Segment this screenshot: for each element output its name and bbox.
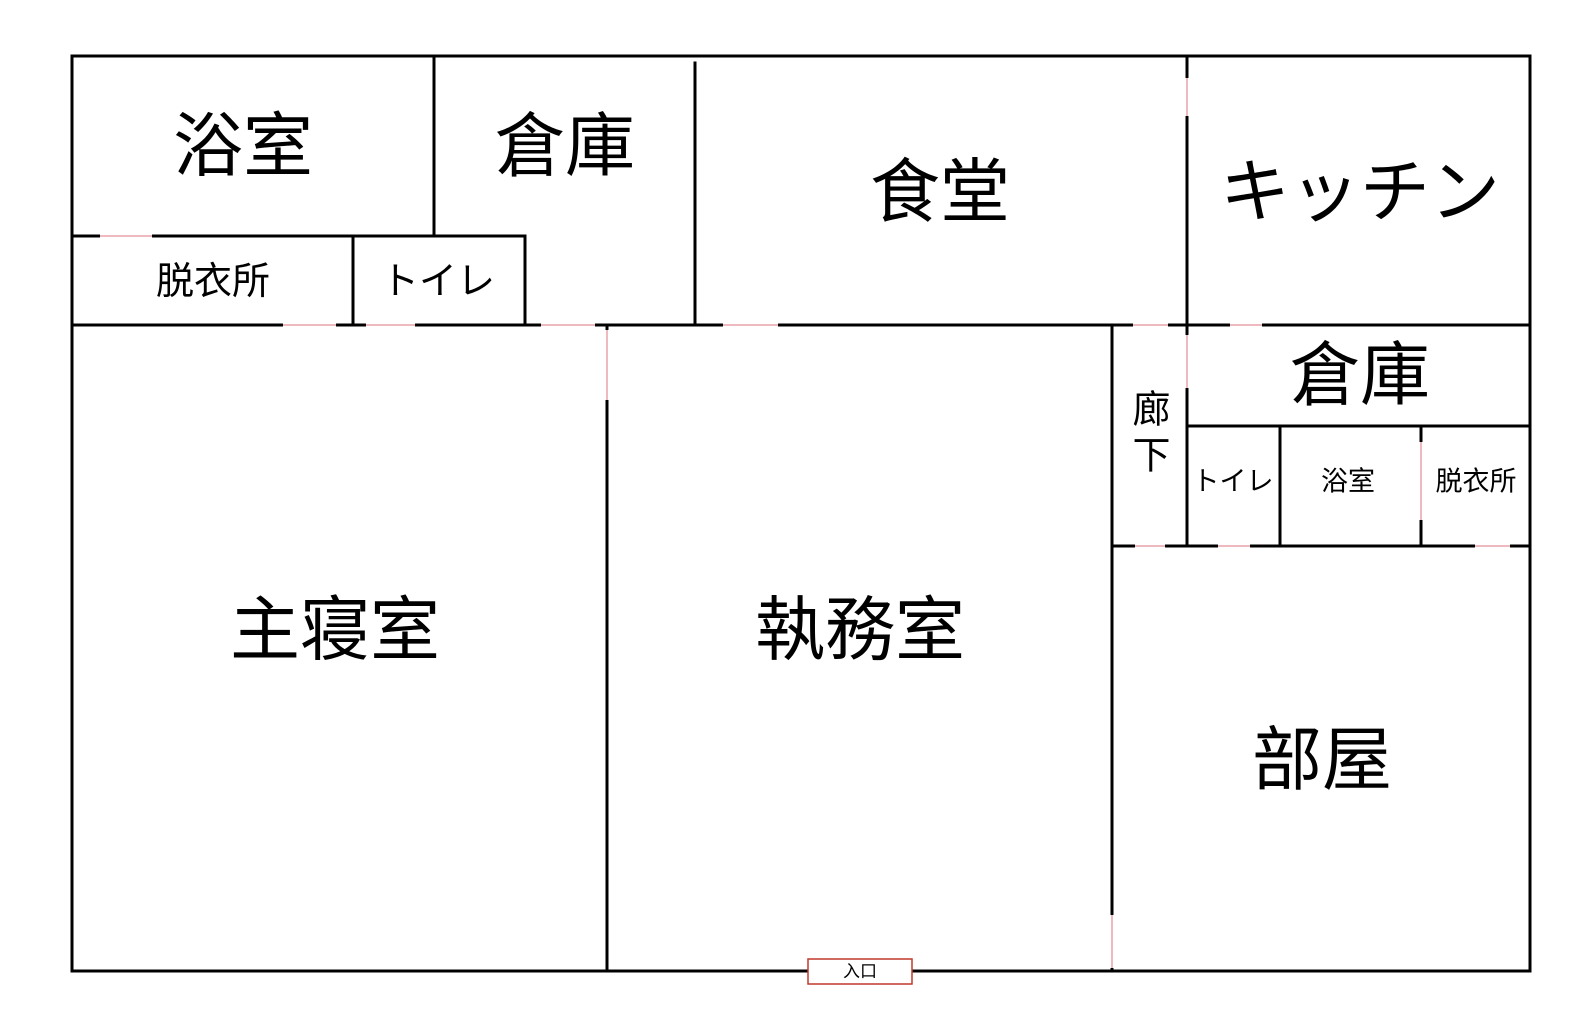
room-label-changing-right: 脱衣所 — [1436, 467, 1517, 498]
room-label-master-bedroom: 主寝室 — [230, 589, 440, 671]
room-label-bath-right: 浴室 — [1321, 467, 1375, 498]
room-label-changing: 脱衣所 — [156, 259, 270, 303]
entrance-label: 入口 — [843, 962, 877, 982]
room-label-bath: 浴室 — [173, 105, 313, 187]
room-label-storage: 倉庫 — [495, 105, 635, 187]
doors — [100, 78, 1510, 968]
room-label-office: 執務室 — [755, 589, 965, 671]
room-label-storage-right: 倉庫 — [1290, 334, 1430, 416]
room-labels: 浴室 倉庫 食堂 キッチン 脱衣所 トイレ 倉庫 廊下 トイレ 浴室 脱衣所 主… — [156, 105, 1517, 801]
entrance-box — [807, 958, 913, 985]
room-label-toilet: トイレ — [381, 259, 495, 303]
room-label-kitchen: キッチン — [1220, 151, 1500, 233]
room-label-toilet-right: トイレ — [1193, 467, 1274, 498]
entrance: 入口 — [807, 958, 913, 985]
outer-wall — [70, 54, 1532, 973]
room-label-hallway: 廊下 — [1126, 389, 1170, 481]
room-label-room: 部屋 — [1252, 719, 1392, 801]
room-label-dining: 食堂 — [870, 151, 1010, 233]
